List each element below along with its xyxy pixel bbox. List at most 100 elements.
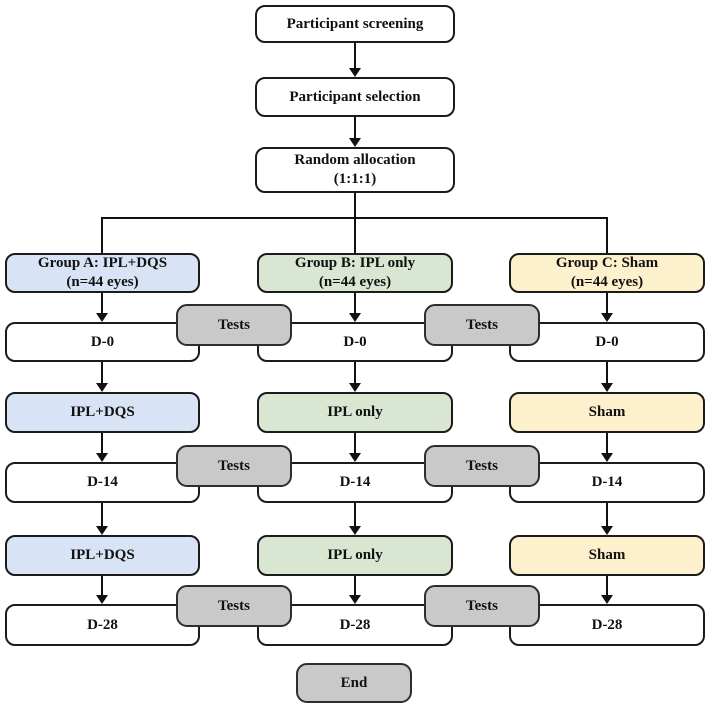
- arrow-shaft: [101, 293, 103, 314]
- arrow-head: [601, 313, 613, 322]
- participant-selection-label: Participant selection: [289, 88, 421, 105]
- treatment-box-group-a-1: IPL+DQS: [5, 392, 200, 433]
- treatment-label: Sham: [588, 547, 626, 564]
- treatment-box-group-b-1: IPL only: [257, 392, 453, 433]
- arrow-shaft: [101, 503, 103, 527]
- participant-selection-box: Participant selection: [255, 77, 455, 117]
- arrow-shaft: [354, 576, 356, 596]
- visit-box-group-a-d0: D-0: [5, 322, 200, 362]
- arrow-c-treatment-to-d14: [600, 433, 614, 462]
- tests-box-d28-right: Tests: [424, 585, 540, 627]
- arrow-head: [349, 138, 361, 147]
- tests-label: Tests: [218, 597, 250, 614]
- branch-stem-line: [354, 193, 356, 218]
- arrow-shaft: [606, 362, 608, 384]
- arrow-a-treatment-to-d28: [95, 576, 109, 604]
- arrow-shaft: [606, 503, 608, 527]
- visit-label: D-0: [595, 333, 619, 350]
- treatment-box-group-c-1: Sham: [509, 392, 705, 433]
- visit-box-group-c-d14: D-14: [509, 462, 705, 503]
- arrow-head: [96, 595, 108, 604]
- group-c-name: Group C: Sham: [555, 255, 659, 272]
- arrow-shaft: [606, 576, 608, 596]
- arrow-shaft: [354, 503, 356, 527]
- participant-screening-label: Participant screening: [286, 15, 424, 32]
- arrow-head: [601, 453, 613, 462]
- arrow-shaft: [354, 117, 356, 139]
- arrow-head: [349, 453, 361, 462]
- random-allocation-label: Random allocation: [294, 152, 416, 169]
- arrow-head: [601, 526, 613, 535]
- arrow-head: [96, 526, 108, 535]
- treatment-box-group-a-2: IPL+DQS: [5, 535, 200, 576]
- tests-label: Tests: [218, 457, 250, 474]
- group-a-header-box: Group A: IPL+DQS (n=44 eyes): [5, 253, 200, 293]
- arrow-head: [349, 68, 361, 77]
- branch-drop-line-c: [606, 217, 608, 253]
- arrow-a-treatment-to-d14: [95, 433, 109, 462]
- arrow-a-d14-to-treatment: [95, 503, 109, 535]
- participant-screening-box: Participant screening: [255, 5, 455, 43]
- visit-label: D-0: [343, 333, 367, 350]
- visit-label: D-14: [339, 474, 371, 491]
- arrow-shaft: [606, 433, 608, 454]
- branch-drop-line-a: [101, 217, 103, 253]
- arrow-group-c-to-d0: [600, 293, 614, 322]
- arrow-shaft: [101, 576, 103, 596]
- group-b-name: Group B: IPL only: [294, 255, 416, 272]
- arrow-shaft: [606, 293, 608, 314]
- arrow-c-treatment-to-d28: [600, 576, 614, 604]
- tests-box-d0-left: Tests: [176, 304, 292, 346]
- arrow-c-d0-to-treatment: [600, 362, 614, 392]
- arrow-head: [349, 313, 361, 322]
- arrow-b-d14-to-treatment: [348, 503, 362, 535]
- visit-box-group-a-d14: D-14: [5, 462, 200, 503]
- arrow-head: [349, 383, 361, 392]
- tests-box-d0-right: Tests: [424, 304, 540, 346]
- arrow-head: [96, 453, 108, 462]
- arrow-selection-to-allocation: [348, 117, 362, 147]
- group-c-header-box: Group C: Sham (n=44 eyes): [509, 253, 705, 293]
- group-b-header-box: Group B: IPL only (n=44 eyes): [257, 253, 453, 293]
- random-allocation-ratio: (1:1:1): [333, 171, 377, 187]
- arrow-shaft: [354, 362, 356, 384]
- visit-label: D-0: [90, 333, 115, 350]
- tests-label: Tests: [218, 316, 250, 333]
- tests-box-d14-right: Tests: [424, 445, 540, 487]
- visit-box-group-c-d28: D-28: [509, 604, 705, 646]
- tests-label: Tests: [466, 457, 498, 474]
- visit-label: D-28: [591, 616, 623, 633]
- arrow-shaft: [101, 362, 103, 384]
- arrow-group-b-to-d0: [348, 293, 362, 322]
- treatment-label: IPL only: [327, 404, 383, 421]
- group-c-size: (n=44 eyes): [570, 274, 644, 290]
- end-box: End: [296, 663, 412, 703]
- visit-label: D-14: [87, 474, 118, 491]
- group-a-size: (n=44 eyes): [66, 274, 139, 290]
- arrow-c-d14-to-treatment: [600, 503, 614, 535]
- arrow-group-a-to-d0: [95, 293, 109, 322]
- visit-label: D-14: [591, 474, 623, 491]
- arrow-head: [96, 383, 108, 392]
- tests-box-d14-left: Tests: [176, 445, 292, 487]
- group-a-name: Group A: IPL+DQS: [37, 255, 168, 272]
- arrow-shaft: [354, 433, 356, 454]
- random-allocation-box: Random allocation (1:1:1): [255, 147, 455, 193]
- treatment-label: Sham: [588, 404, 626, 421]
- treatment-box-group-c-2: Sham: [509, 535, 705, 576]
- arrow-head: [601, 595, 613, 604]
- arrow-b-treatment-to-d28: [348, 576, 362, 604]
- arrow-b-d0-to-treatment: [348, 362, 362, 392]
- tests-label: Tests: [466, 316, 498, 333]
- treatment-label: IPL only: [327, 547, 383, 564]
- arrow-shaft: [101, 433, 103, 454]
- arrow-head: [96, 313, 108, 322]
- arrow-shaft: [354, 293, 356, 314]
- arrow-head: [601, 383, 613, 392]
- arrow-a-d0-to-treatment: [95, 362, 109, 392]
- visit-box-group-c-d0: D-0: [509, 322, 705, 362]
- arrow-head: [349, 526, 361, 535]
- arrow-shaft: [354, 43, 356, 69]
- treatment-box-group-b-2: IPL only: [257, 535, 453, 576]
- arrow-b-treatment-to-d14: [348, 433, 362, 462]
